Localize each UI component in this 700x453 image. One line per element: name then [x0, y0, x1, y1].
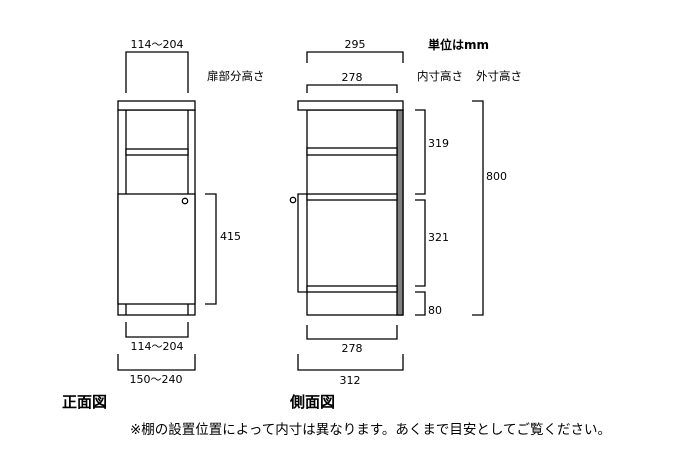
- knob-icon: [181, 197, 189, 205]
- front-view-title: 正面図: [62, 393, 107, 411]
- outer-width-bracket: [117, 354, 196, 371]
- plinth-height-value: 80: [428, 304, 442, 317]
- outer-width-label: 150～240: [130, 373, 183, 386]
- front-door: [117, 193, 196, 305]
- upper-height-value: 319: [428, 137, 449, 150]
- outer-height-caption: 外寸高さ: [476, 69, 522, 83]
- outer-height-bracket: [472, 100, 484, 316]
- lower-height-value: 321: [428, 231, 449, 244]
- outer-depth-label: 312: [340, 374, 361, 387]
- top-width-label: 295: [345, 38, 366, 51]
- front-shelf: [125, 148, 189, 156]
- top-inner-width-label: 114～204: [131, 38, 184, 51]
- back-panel: [396, 109, 404, 316]
- top-width-bracket: [306, 51, 404, 63]
- side-shelf: [306, 147, 398, 156]
- side-body: [306, 109, 404, 316]
- outer-height-value: 800: [486, 170, 507, 183]
- side-bottom-shelf: [306, 285, 398, 293]
- upper-height-bracket: [415, 109, 426, 195]
- side-top-board: [297, 100, 404, 111]
- side-view: 単位はmm 295 278 内寸高さ 外寸高さ 319 321 80 800 2…: [289, 37, 522, 411]
- disclaimer-note: ※棚の設置位置によって内寸は異なります。あくまで目安としてご覧ください。: [130, 421, 611, 438]
- plinth-height-bracket: [415, 291, 426, 316]
- side-door: [297, 193, 307, 293]
- front-top-board: [117, 100, 196, 111]
- door-height-caption: 扉部分高さ: [207, 69, 265, 83]
- door-height-bracket: [205, 193, 217, 305]
- inner-depth-bottom-bracket: [306, 325, 398, 340]
- front-view: 114～204 扉部分高さ 415 114～204 150～240 正面図: [62, 38, 265, 411]
- knob-icon: [289, 196, 297, 204]
- outer-depth-bracket: [297, 354, 404, 371]
- lower-height-bracket: [415, 199, 426, 287]
- side-view-title: 側面図: [289, 393, 335, 411]
- door-height-value: 415: [220, 230, 241, 243]
- top-inner-width-bracket: [125, 51, 189, 93]
- bottom-inner-width-label: 114～204: [131, 340, 184, 353]
- unit-label: 単位はmm: [428, 37, 489, 52]
- inner-depth-bottom-label: 278: [342, 342, 363, 355]
- inner-depth-top-bracket: [306, 84, 398, 93]
- side-divider: [306, 193, 398, 201]
- inner-depth-top-label: 278: [342, 71, 363, 84]
- bottom-inner-width-bracket: [125, 322, 189, 338]
- inner-height-caption: 内寸高さ: [417, 69, 463, 83]
